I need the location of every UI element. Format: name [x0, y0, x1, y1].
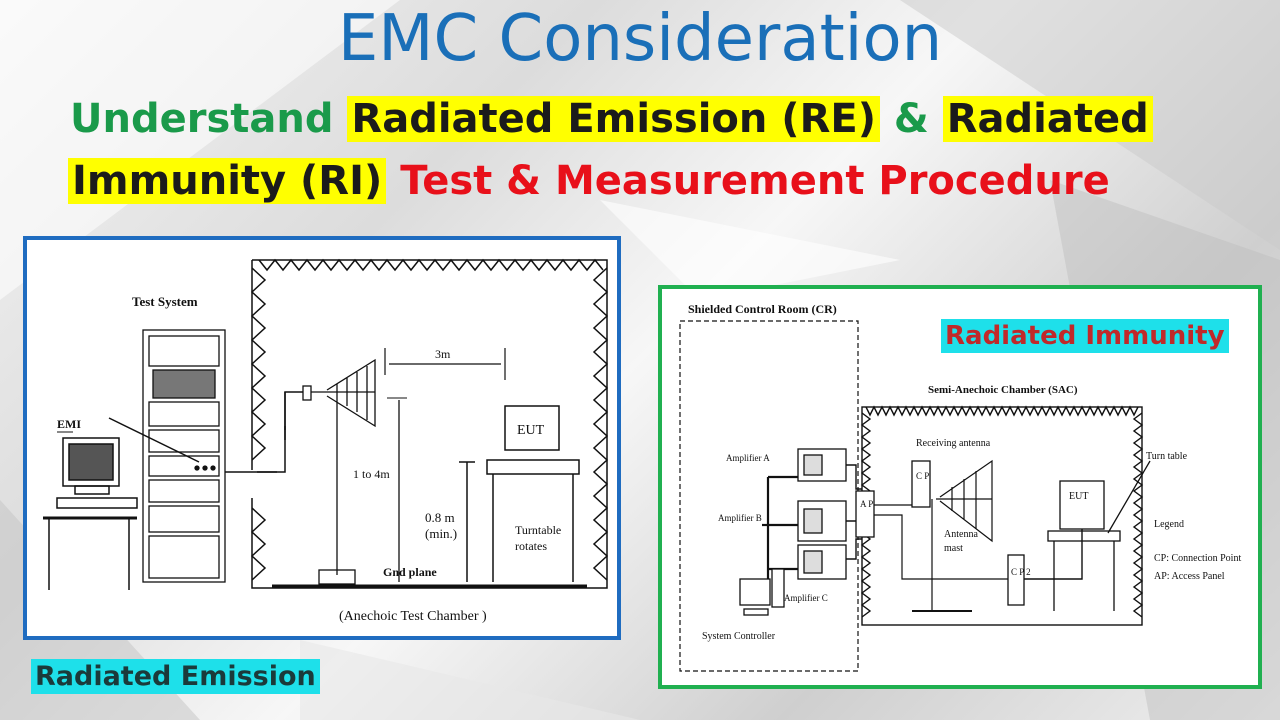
subtitle-radiated-highlight: Radiated	[942, 96, 1153, 142]
table-height-min-label: (min.)	[425, 526, 457, 541]
cp-label: C P	[916, 471, 929, 481]
sac-label: Semi-Anechoic Chamber (SAC)	[928, 384, 1078, 396]
distance-label: 3m	[435, 347, 451, 361]
subtitle-procedure: Test & Measurement Procedure	[400, 158, 1110, 204]
amplifiers	[797, 448, 847, 580]
legend-cp: CP: Connection Point	[1154, 553, 1241, 564]
emi-computer	[43, 437, 138, 590]
page-title: EMC Consideration	[337, 2, 943, 76]
connection-point-1	[911, 460, 931, 508]
antenna-mast-label-2: mast	[944, 543, 963, 554]
subtitle-understand: Understand	[70, 96, 334, 142]
ri-eut-label: EUT	[1069, 491, 1088, 502]
test-system-label: Test System	[132, 294, 198, 309]
eut-label: EUT	[517, 423, 545, 438]
receive-antenna	[302, 358, 376, 585]
turntable	[459, 459, 580, 582]
subtitle-line-2: Immunity (RI) Test & Measurement Procedu…	[68, 158, 1110, 204]
system-controller-label: System Controller	[702, 631, 776, 642]
subtitle-ampersand: &	[893, 96, 929, 142]
access-panel	[855, 490, 875, 538]
turn-table-label: Turn table	[1146, 451, 1188, 462]
amplifier-a-label: Amplifier A	[726, 453, 770, 463]
amplifier-b-label: Amplifier B	[718, 513, 762, 523]
radiated-emission-diagram: Test System EMI	[43, 258, 609, 624]
table-height-label: 0.8 m	[425, 510, 455, 525]
gnd-plane-label: Gnd plane	[383, 565, 437, 579]
eut-box	[504, 405, 560, 451]
turntable-label-1: Turntable	[515, 523, 561, 537]
emi-label: EMI	[57, 417, 81, 431]
radiated-immunity-caption: Radiated Immunity	[941, 319, 1229, 353]
connection-point-2	[1007, 554, 1025, 606]
chamber-label: (Anechoic Test Chamber )	[339, 609, 487, 624]
legend-ap: AP: Access Panel	[1154, 571, 1225, 582]
test-system-rack	[142, 329, 226, 583]
radiated-emission-panel: Test System EMI	[23, 236, 621, 640]
receiving-antenna	[874, 459, 1013, 612]
subtitle-ri-highlight: Immunity (RI)	[68, 158, 387, 204]
height-range-label: 1 to 4m	[353, 467, 390, 481]
anechoic-chamber	[250, 258, 609, 589]
cp2-label: C P 2	[1011, 567, 1031, 577]
subtitle-re-highlight: Radiated Emission (RE)	[347, 96, 880, 142]
turntable-label-2: rotates	[515, 539, 547, 553]
amplifier-c-label: Amplifier C	[784, 593, 828, 603]
legend-title: Legend	[1154, 519, 1184, 530]
receiving-antenna-label: Receiving antenna	[916, 438, 991, 449]
radiated-immunity-diagram: Shielded Control Room (CR) Semi-Anechoic…	[679, 302, 1241, 672]
emi-pointer-line	[108, 417, 200, 463]
turn-table	[1047, 460, 1151, 611]
subtitle-line-1: Understand Radiated Emission (RE) & Radi…	[70, 96, 1153, 142]
radiated-emission-caption: Radiated Emission	[31, 659, 320, 694]
eut-box	[1059, 480, 1105, 530]
ap-label: A P	[860, 499, 873, 509]
control-room-label: Shielded Control Room (CR)	[688, 302, 837, 316]
antenna-mast-label-1: Antenna	[944, 529, 978, 540]
system-controller-computer	[739, 568, 785, 616]
distance-dimension	[384, 348, 506, 380]
cables	[225, 391, 307, 473]
